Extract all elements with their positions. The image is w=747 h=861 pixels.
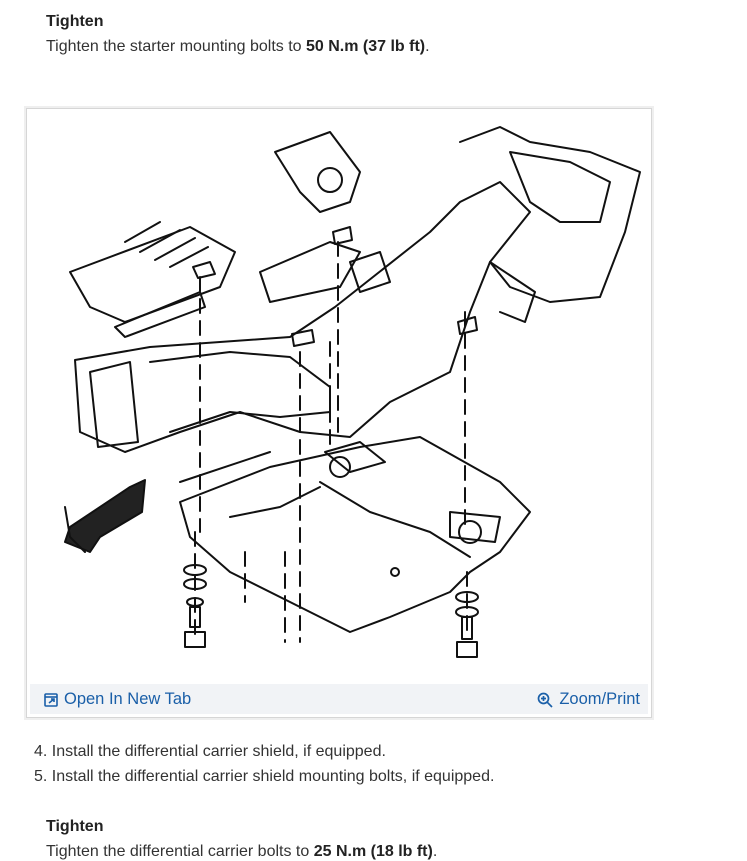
carrier-shield-shape xyxy=(179,436,531,633)
figure-toolbar: Open In New Tab Zoom/Print xyxy=(30,684,648,714)
left-bracket-shape xyxy=(69,221,236,338)
clip-nuts xyxy=(192,226,478,347)
open-new-tab-label: Open In New Tab xyxy=(64,690,192,708)
figure-image xyxy=(30,112,648,714)
bolt-hardware-left xyxy=(183,564,207,648)
spec-text-bottom-lead: Tighten the differential carrier bolts t… xyxy=(46,843,314,860)
zoom-print-label: Zoom/Print xyxy=(559,690,640,708)
differential-shield-diagram xyxy=(64,126,641,658)
bolt-hardware-right xyxy=(455,591,479,658)
spec-heading-top: Tighten xyxy=(46,13,104,30)
step-text: Install the differential carrier shield,… xyxy=(51,743,386,760)
zoom-icon xyxy=(537,692,553,708)
open-new-tab-icon xyxy=(44,692,58,707)
spec-text-top-end: . xyxy=(425,38,430,55)
spec-value-bottom: 25 N.m (18 lb ft) xyxy=(313,843,433,860)
step-text: Install the differential carrier shield … xyxy=(51,768,495,785)
bolt-guide-lines xyxy=(194,241,468,643)
spec-heading-bottom: Tighten xyxy=(46,818,104,835)
zoom-print-link[interactable]: Zoom/Print xyxy=(537,690,640,709)
open-new-tab-link[interactable]: Open In New Tab xyxy=(44,690,191,709)
front-arrow-shape xyxy=(64,479,146,553)
spec-text-top-lead: Tighten the starter mounting bolts to xyxy=(46,38,306,55)
spec-text-top: Tighten the starter mounting bolts to 50… xyxy=(46,38,430,56)
figure-panel: Open In New Tab Zoom/Print xyxy=(26,108,652,718)
spec-text-bottom-end: . xyxy=(432,843,438,860)
spec-value-top: 50 N.m (37 lb ft) xyxy=(306,38,426,55)
step-number: 4. xyxy=(34,743,48,760)
spec-text-bottom: Tighten the differential carrier bolts t… xyxy=(46,843,437,861)
crossmember-shape xyxy=(74,126,641,453)
step-item: 4. Install the differential carrier shie… xyxy=(34,743,386,761)
step-item: 5. Install the differential carrier shie… xyxy=(34,768,494,786)
step-number: 5. xyxy=(34,768,48,785)
